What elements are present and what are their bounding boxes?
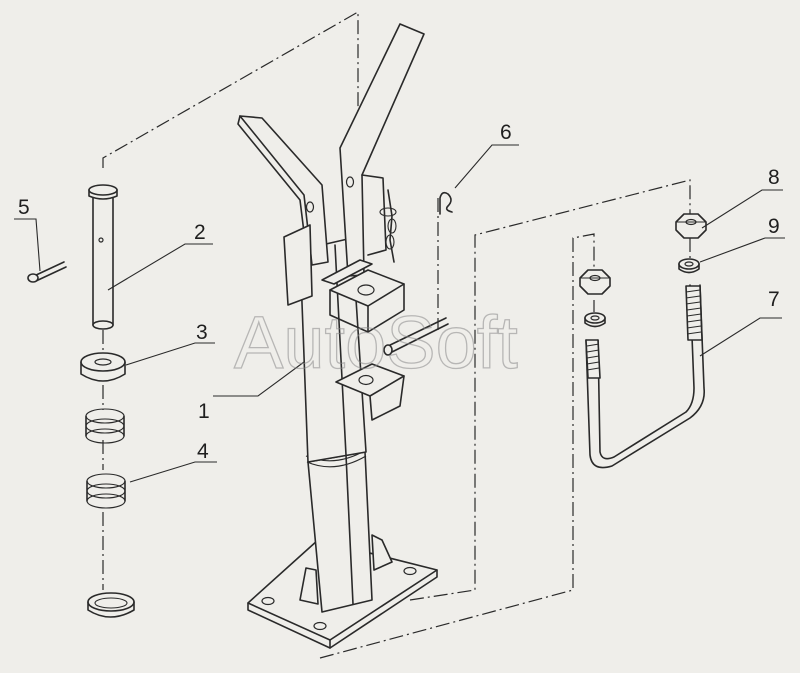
stand-post xyxy=(237,23,449,649)
hex-nut xyxy=(675,213,707,239)
callout-9: 9 xyxy=(768,215,780,238)
spring-lower xyxy=(86,473,126,509)
callout-5: 5 xyxy=(18,196,30,219)
arm-hole xyxy=(345,176,355,188)
hex-nut xyxy=(579,269,611,295)
spring-upper xyxy=(85,408,125,444)
callout-6: 6 xyxy=(500,121,512,144)
watermark-text: AutoSoft xyxy=(234,301,518,384)
base-bolt-hole xyxy=(261,596,275,606)
arm-hole xyxy=(305,201,315,213)
hook-clip xyxy=(439,191,453,215)
base-bolt-hole xyxy=(403,566,417,576)
callout-labels: 1 2 3 4 5 6 7 8 9 xyxy=(18,121,780,463)
spring-cup xyxy=(87,592,135,618)
base-bolt-hole xyxy=(313,621,327,631)
u-bolt xyxy=(585,284,706,469)
callout-4: 4 xyxy=(197,440,209,463)
bracket-hole xyxy=(358,374,374,386)
leader-lines xyxy=(14,144,785,483)
callout-2: 2 xyxy=(194,221,206,244)
lock-washer xyxy=(584,312,606,328)
callout-8: 8 xyxy=(768,166,780,189)
callout-3: 3 xyxy=(196,321,208,344)
cotter-pin xyxy=(27,261,67,283)
callout-7: 7 xyxy=(768,288,780,311)
washer xyxy=(80,352,126,382)
callout-1: 1 xyxy=(198,400,210,423)
lock-washer xyxy=(678,258,700,274)
pivot-pin xyxy=(88,184,118,330)
bracket-hole xyxy=(357,284,375,296)
assembly-lines xyxy=(102,10,691,659)
